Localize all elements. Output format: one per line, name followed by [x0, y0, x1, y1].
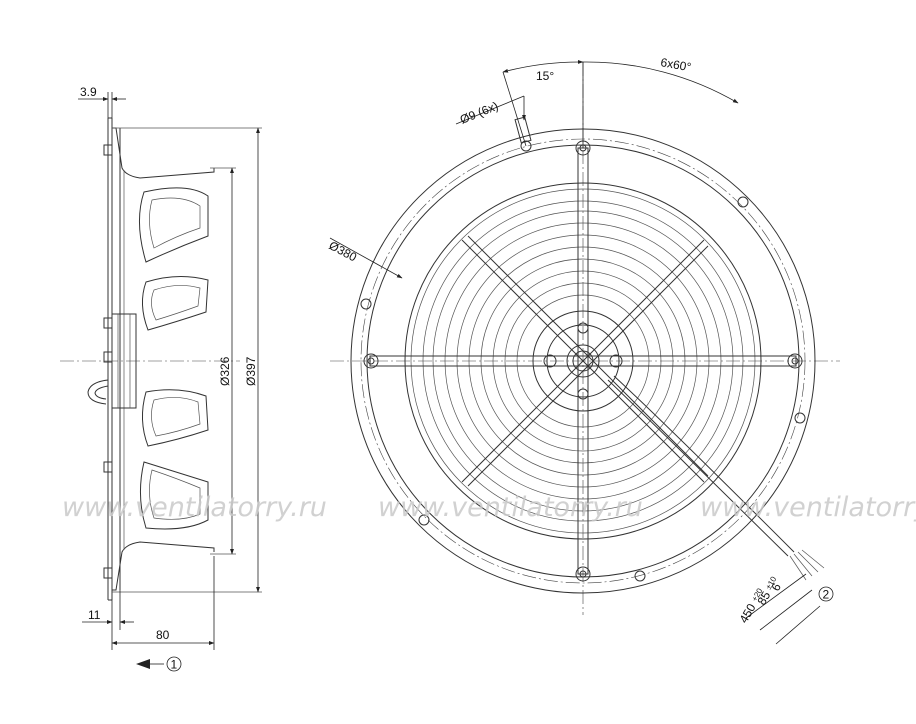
dim-angle-label: 15°	[536, 69, 554, 83]
dim-outer-diameter-label: Ø397	[244, 356, 258, 386]
dim-pattern-label: 6x60°	[659, 55, 692, 74]
watermark-text: www.ventilatorry.ru	[62, 492, 327, 523]
watermark-text: www.ventilatorry.ru	[378, 492, 643, 523]
front-view: 15° 6x60° Ø9 (6x) Ø380 6 85 ±10 450 +20 …	[327, 55, 840, 645]
dim-depth-label: 80	[156, 628, 170, 642]
watermark-text: www.ventilatorry.ru	[700, 492, 916, 523]
cable-marker-2: 2	[823, 588, 830, 602]
view-marker-1: 1	[171, 658, 178, 672]
dim-bolt-circle-label: Ø380	[327, 238, 360, 264]
dim-holes-label: Ø9 (6x)	[458, 99, 500, 127]
dim-cable-85-label: 85	[754, 589, 773, 608]
side-view: 3.9 Ø326 Ø397 11 80 1	[60, 85, 262, 672]
dim-inner-diameter-label: Ø326	[218, 356, 232, 386]
dim-flange-label: 3.9	[80, 85, 97, 99]
dim-cable-450-label: 450	[736, 601, 758, 626]
dim-offset-label: 11	[88, 608, 101, 622]
